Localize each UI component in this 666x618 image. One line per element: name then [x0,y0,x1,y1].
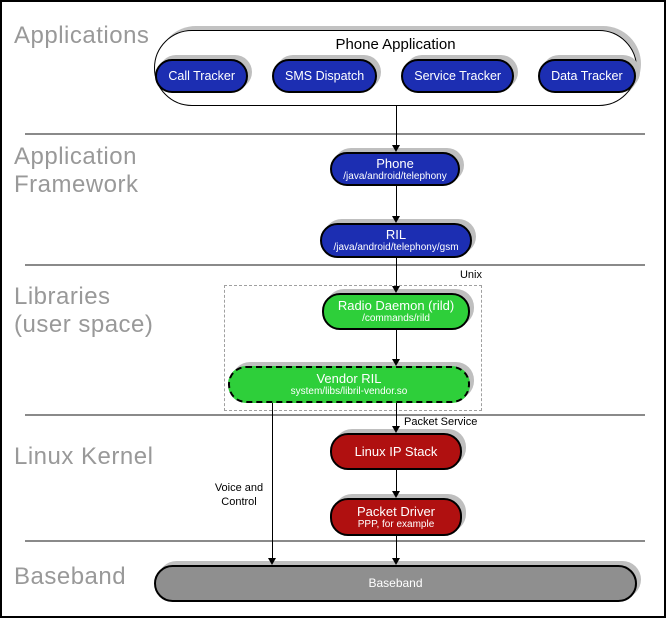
phone-application-pills: Call Tracker SMS Dispatch Service Tracke… [155,59,636,93]
arrow-down-icon [392,359,400,366]
node-title: RIL [385,227,407,242]
arrow-down-icon [392,216,400,223]
node-data-tracker: Data Tracker [538,59,636,93]
layer-label-libraries: Libraries (user space) [14,283,153,339]
node-linux-ip-stack: Linux IP Stack [330,433,462,470]
node-subtitle: system/libs/libril-vendor.so [290,386,408,397]
section-divider [25,414,645,416]
arrow-down-icon [392,558,400,565]
layer-label-text: Applications [14,22,150,49]
layer-label-text: Libraries [14,283,111,310]
layer-label-applications: Applications [14,22,149,50]
node-radio-daemon: Radio Daemon (rild) /commands/rild [322,293,470,330]
node-subtitle: /java/android/telephony [343,170,447,182]
node-title: Linux IP Stack [354,444,438,459]
node-subtitle: /commands/rild [362,313,430,324]
voice-control-label-line1: Voice and [214,482,264,494]
arrow-down-icon [392,145,400,152]
section-divider [25,133,645,135]
arrow-down-icon [268,558,276,565]
node-baseband: Baseband [154,565,637,602]
flow-line [396,106,397,146]
node-sms-dispatch: SMS Dispatch [272,59,378,93]
node-title: Radio Daemon (rild) [337,298,455,313]
node-phone: Phone /java/android/telephony [330,152,460,186]
node-title: Vendor RIL [316,371,382,386]
flow-line [396,186,397,217]
layer-label-text: Framework [14,171,139,198]
unix-label: Unix [459,269,482,281]
layer-label-text: Linux Kernel [14,443,154,470]
node-service-tracker: Service Tracker [401,59,515,93]
layer-label-linux-kernel: Linux Kernel [14,443,153,471]
node-ril: RIL /java/android/telephony/gsm [320,223,472,258]
phone-application-group: Phone Application Call Tracker SMS Dispa… [154,30,637,106]
flow-line [396,403,397,427]
node-title: Baseband [368,576,423,590]
voice-control-line [272,403,273,559]
layer-label-text: Baseband [14,563,127,590]
voice-control-label: Voice and Control [208,481,270,509]
node-vendor-ril: Vendor RIL system/libs/libril-vendor.so [228,366,470,403]
layer-label-text: (user space) [14,311,154,338]
section-divider [25,540,645,542]
node-call-tracker: Call Tracker [155,59,249,93]
node-subtitle: PPP, for example [357,518,435,530]
packet-service-label: Packet Service [404,416,478,428]
flow-line [396,258,397,287]
node-label: Data Tracker [551,69,623,83]
node-label: Service Tracker [414,69,502,83]
node-subtitle: /java/android/telephony/gsm [333,242,459,253]
layer-label-baseband: Baseband [14,563,126,591]
layer-label-application-framework: Application Framework [14,143,139,199]
arrow-down-icon [392,426,400,433]
flow-line [396,470,397,492]
section-divider [25,264,645,266]
arrow-down-icon [392,491,400,498]
arrow-down-icon [392,286,400,293]
node-label: Call Tracker [168,69,236,83]
node-title: Packet Driver [356,503,436,519]
flow-line [396,536,397,559]
unix-group-box [224,285,482,411]
voice-control-label-line2: Control [221,496,257,508]
layer-label-text: Application [14,143,137,170]
node-label: SMS Dispatch [285,69,365,83]
phone-application-title: Phone Application [335,36,456,53]
flow-line [396,330,397,360]
node-packet-driver: Packet Driver PPP, for example [330,498,462,536]
node-title: Phone [376,155,414,171]
